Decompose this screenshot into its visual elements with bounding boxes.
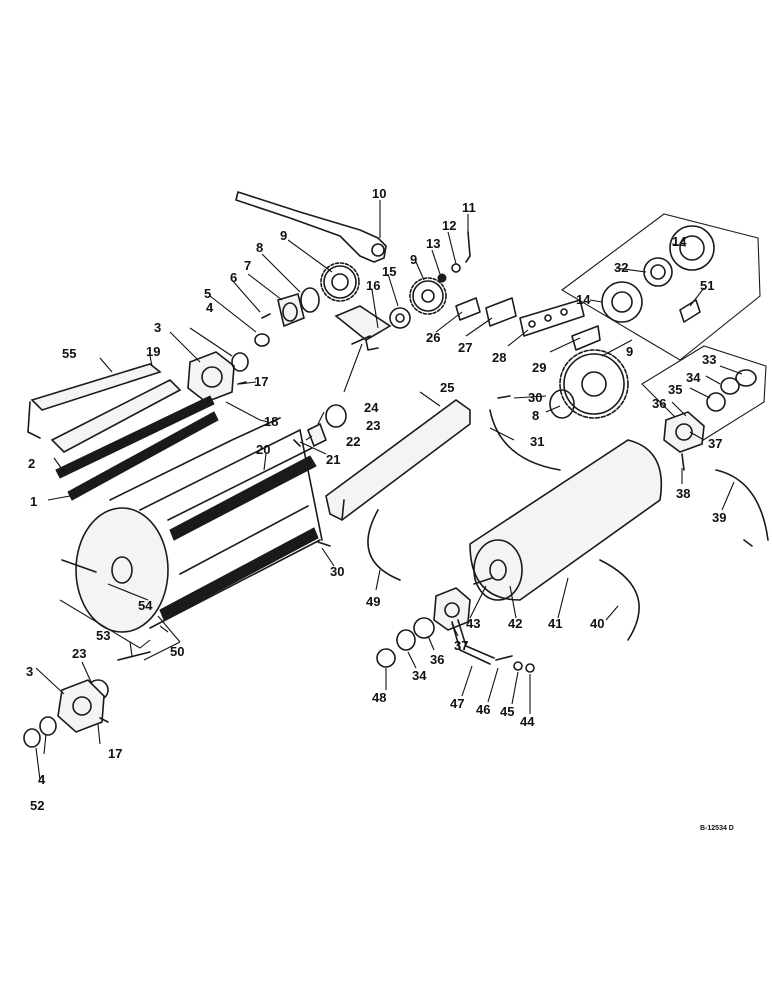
callout-40: 40: [590, 616, 604, 631]
callout-14b: 14: [576, 292, 591, 307]
callout-35: 35: [668, 382, 682, 397]
callout-10: 10: [372, 186, 386, 201]
inset-panel-part: [561, 213, 761, 361]
drive-arm-part: [235, 191, 387, 263]
sprocket-upper-part: [320, 262, 360, 302]
chain-links-part: [455, 297, 601, 351]
callout-22: 22: [346, 434, 360, 449]
leader-lines: [35, 200, 743, 781]
callout-31: 31: [530, 434, 544, 449]
callout-55: 55: [62, 346, 76, 361]
callout-33: 33: [702, 352, 716, 367]
callout-50: 50: [170, 644, 184, 659]
callout-17: 17: [254, 374, 268, 389]
pipe-fittings-part: [451, 619, 535, 673]
lower-base-part: [59, 599, 169, 649]
bolts-part: [317, 395, 511, 547]
callout-23b: 23: [72, 646, 86, 661]
callout-37b: 37: [454, 638, 468, 653]
callout-13: 13: [426, 236, 440, 251]
callout-17b: 17: [108, 746, 122, 761]
callout-4: 4: [206, 300, 214, 315]
callout-8b: 8: [532, 408, 539, 423]
callout-43: 43: [466, 616, 480, 631]
callout-45: 45: [500, 704, 514, 719]
callout-9c: 9: [626, 344, 633, 359]
callout-3b: 3: [26, 664, 33, 679]
flange-bearing-upper-part: [187, 351, 249, 403]
cylinder-part: [61, 417, 323, 633]
callout-15: 15: [382, 264, 396, 279]
callout-30: 30: [528, 390, 542, 405]
callout-24: 24: [364, 400, 379, 415]
callout-29: 29: [532, 360, 546, 375]
callout-36b: 36: [430, 652, 444, 667]
sprocket-middle-part: [389, 277, 447, 329]
callout-6: 6: [230, 270, 237, 285]
callout-9: 9: [280, 228, 287, 243]
callout-32: 32: [614, 260, 628, 275]
beater-bar-part: [325, 399, 471, 521]
callout-54: 54: [138, 598, 153, 613]
bearing-hub-upper-part: [293, 404, 347, 448]
callout-49: 49: [366, 594, 380, 609]
callout-14: 14: [672, 234, 687, 249]
callout-41: 41: [548, 616, 562, 631]
callout-42: 42: [508, 616, 522, 631]
callout-8: 8: [256, 240, 263, 255]
parts-drawing: [23, 191, 769, 748]
callout-labels: 1 2 3 3 4 4 5 6 7 8 8 9 9 9 10 11 12 13 …: [26, 186, 734, 832]
callout-16: 16: [366, 278, 380, 293]
callout-23: 23: [366, 418, 380, 433]
callout-4b: 4: [38, 772, 46, 787]
callout-39: 39: [712, 510, 726, 525]
callout-26: 26: [426, 330, 440, 345]
callout-46: 46: [476, 702, 490, 717]
callout-44: 44: [520, 714, 535, 729]
hub-assembly-part: [254, 287, 320, 347]
callout-34b: 34: [412, 668, 427, 683]
callout-19: 19: [146, 344, 160, 359]
drum-part: [469, 439, 663, 601]
callout-51: 51: [700, 278, 714, 293]
callout-37: 37: [708, 436, 722, 451]
callout-38: 38: [676, 486, 690, 501]
bearing-stack-lower-part: [376, 587, 471, 668]
lower-bearings-part: [23, 651, 151, 748]
callout-3: 3: [154, 320, 161, 335]
callout-48: 48: [372, 690, 386, 705]
callout-34: 34: [686, 370, 701, 385]
callout-53: 53: [96, 628, 110, 643]
reference-code: B-12534 D: [700, 825, 734, 832]
callout-28: 28: [492, 350, 506, 365]
rasp-bars-part: [55, 395, 219, 501]
top-bar-part: [27, 363, 182, 453]
callout-1: 1: [30, 494, 37, 509]
callout-47: 47: [450, 696, 464, 711]
callout-5: 5: [204, 286, 211, 301]
callout-2: 2: [28, 456, 35, 471]
callout-52: 52: [30, 798, 44, 813]
sprocket-large-part: [549, 349, 629, 419]
arc-straps-part: [367, 409, 640, 641]
callout-36: 36: [652, 396, 666, 411]
callout-25: 25: [440, 380, 454, 395]
bolt-arc-right-part: [681, 453, 769, 547]
callout-11: 11: [462, 200, 476, 215]
bracket-part: [334, 305, 392, 351]
callout-18: 18: [264, 414, 278, 429]
callout-7: 7: [244, 258, 251, 273]
callout-12: 12: [442, 218, 456, 233]
callout-20: 20: [256, 442, 270, 457]
callout-21: 21: [326, 452, 340, 467]
callout-30b: 30: [330, 564, 344, 579]
callout-9b: 9: [410, 252, 417, 267]
callout-27: 27: [458, 340, 472, 355]
